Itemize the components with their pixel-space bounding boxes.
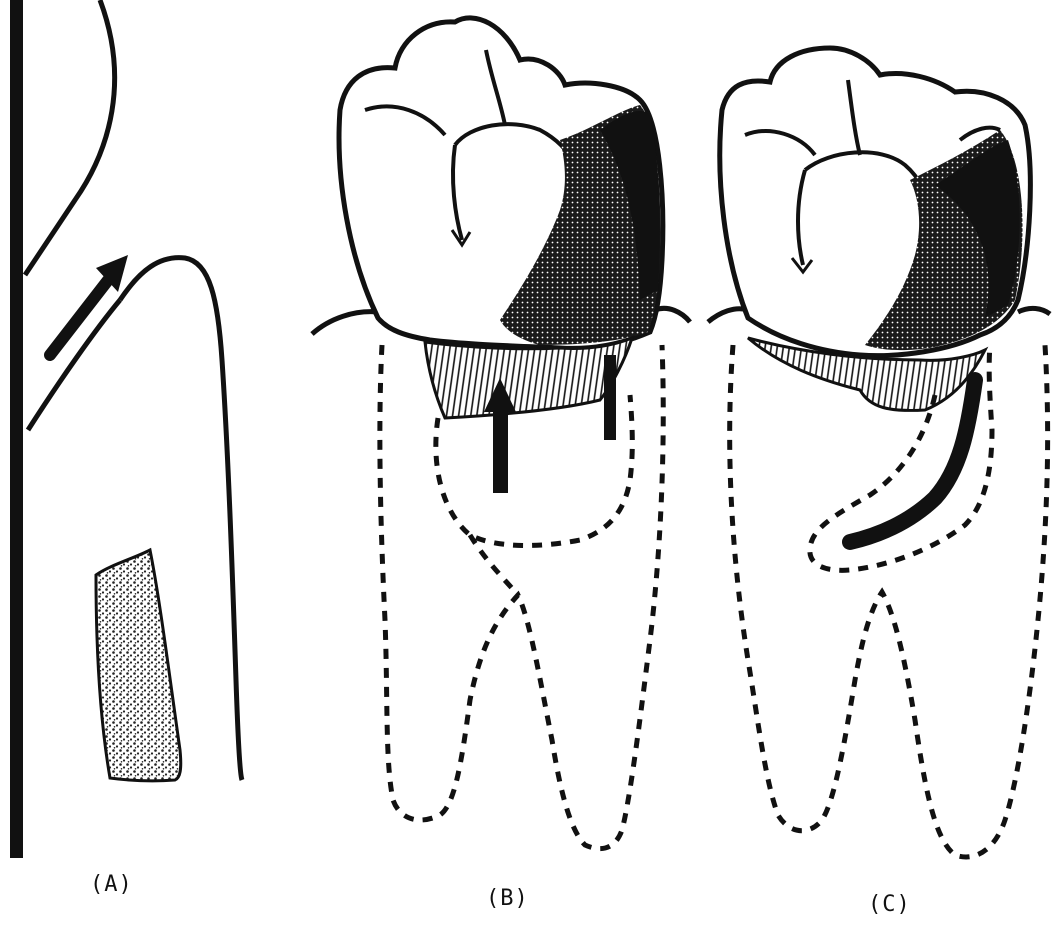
panel-a-alveolar-bone — [96, 550, 181, 781]
panel-b-arrow-shaft — [493, 405, 508, 493]
panel-b-illustration — [312, 18, 690, 849]
panel-b-gumline-right — [655, 308, 690, 322]
panel-a-label: (A) — [90, 872, 133, 897]
panel-a-border-line — [10, 0, 23, 858]
panel-c-gumline-right — [1018, 308, 1050, 314]
panel-c-gumline-left — [708, 309, 748, 322]
panel-b-root-outline — [380, 345, 663, 849]
panel-a-illustration — [10, 0, 242, 858]
panel-c-root-outline — [730, 345, 1048, 857]
panel-a-arrow-shaft — [50, 275, 112, 355]
panel-b-label: (B) — [486, 886, 529, 911]
panel-c-label: (C) — [868, 892, 911, 917]
panel-b-gumline-left — [312, 312, 378, 334]
panel-c-illustration — [708, 48, 1050, 857]
panel-a-outer-curve — [25, 0, 115, 275]
panel-b-probe-line — [604, 355, 616, 440]
panel-b-cervical-band — [425, 338, 632, 418]
